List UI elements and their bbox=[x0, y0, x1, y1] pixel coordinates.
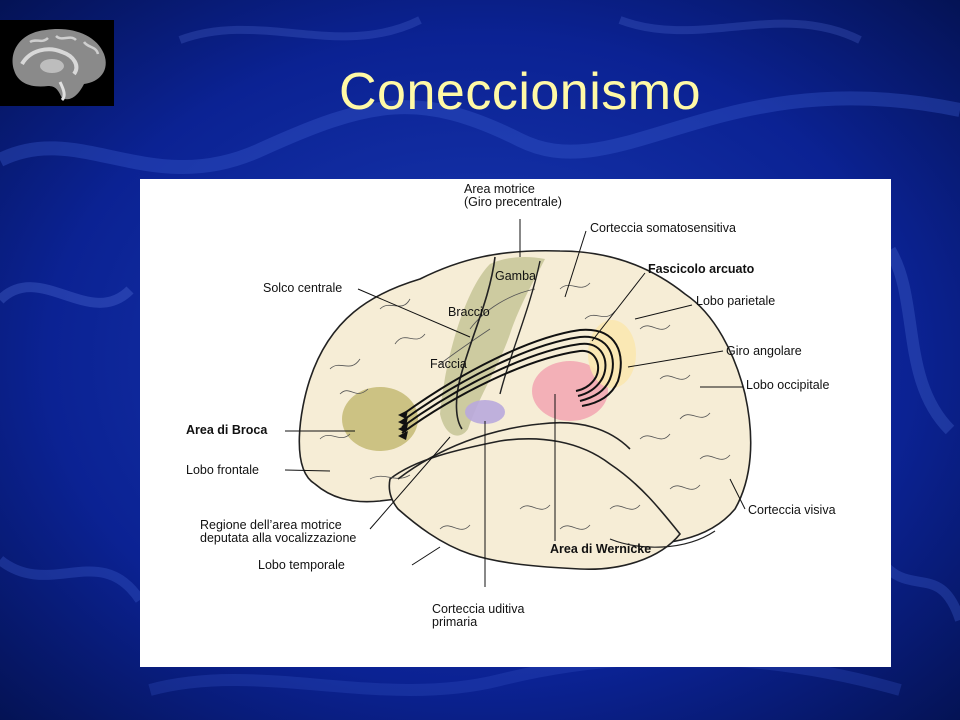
label-giro-angolare: Giro angolare bbox=[726, 344, 802, 358]
label-lobo-parietale: Lobo parietale bbox=[696, 294, 776, 308]
label-braccio: Braccio bbox=[448, 305, 490, 319]
slide-title: Coneccionismo bbox=[339, 63, 701, 121]
label-fascicolo-arcuato: Fascicolo arcuato bbox=[648, 262, 755, 276]
label-faccia: Faccia bbox=[430, 357, 467, 371]
label-lobo-frontale: Lobo frontale bbox=[186, 463, 259, 477]
label-lobo-temporale: Lobo temporale bbox=[258, 558, 345, 572]
label-regione-motrice: Regione dell’area motrice deputata alla … bbox=[200, 518, 357, 545]
motor-strip-region bbox=[440, 256, 545, 436]
broca-area-region bbox=[342, 387, 418, 451]
label-corteccia-uditiva: Corteccia uditiva primaria bbox=[432, 602, 525, 629]
label-area-wernicke: Area di Wernicke bbox=[550, 542, 652, 556]
brain-diagram: Gamba Braccio Faccia Area motrice (Giro … bbox=[140, 179, 891, 667]
label-corteccia-somatosensitiva: Corteccia somatosensitiva bbox=[590, 221, 736, 235]
wernicke-area-region bbox=[532, 361, 608, 421]
temporal-lobe bbox=[388, 438, 682, 570]
label-area-motrice: Area motrice (Giro precentrale) bbox=[464, 182, 562, 209]
label-solco-centrale: Solco centrale bbox=[263, 281, 343, 295]
auditory-cortex-region bbox=[465, 400, 505, 424]
label-corteccia-visiva: Corteccia visiva bbox=[748, 503, 836, 517]
brain-thumbnail-image bbox=[0, 20, 114, 106]
label-gamba: Gamba bbox=[495, 269, 536, 283]
label-lobo-occipitale: Lobo occipitale bbox=[746, 378, 830, 392]
label-area-broca: Area di Broca bbox=[186, 423, 268, 437]
